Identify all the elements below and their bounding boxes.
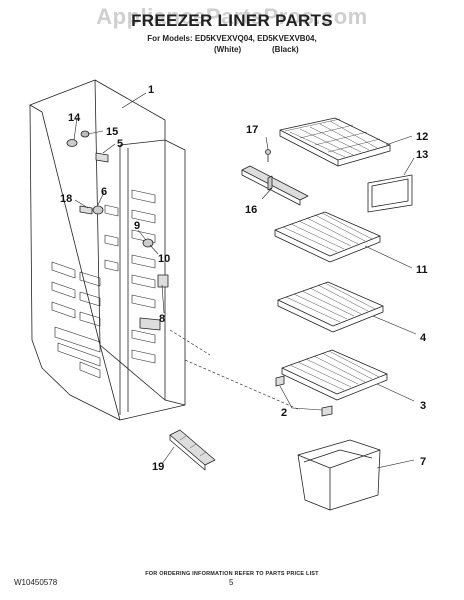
callout-10: 10 — [158, 253, 170, 265]
callout-9: 9 — [134, 220, 140, 232]
bracket-16 — [241, 149, 309, 206]
callout-4: 4 — [420, 332, 427, 344]
callout-14: 14 — [68, 112, 81, 124]
wire-shelf-11 — [274, 211, 381, 263]
callout-17: 17 — [246, 124, 258, 136]
callout-11: 11 — [416, 264, 428, 276]
callout-13: 13 — [416, 149, 428, 161]
wire-shelf-4 — [277, 281, 384, 333]
callout-7: 7 — [420, 456, 426, 468]
freezer-bin-7 — [297, 439, 381, 511]
callout-5: 5 — [117, 138, 123, 150]
callout-19: 19 — [152, 461, 164, 473]
ordering-note: FOR ORDERING INFORMATION REFER TO PARTS … — [145, 571, 319, 577]
callout-8: 8 — [159, 313, 165, 325]
callout-16: 16 — [245, 204, 257, 216]
callout-15: 15 — [106, 126, 118, 138]
callout-18: 18 — [60, 193, 72, 205]
color-white-label: (White) — [214, 45, 242, 54]
callout-1: 1 — [148, 84, 154, 96]
callout-2: 2 — [281, 407, 287, 419]
page-title: FREEZER LINER PARTS — [131, 11, 333, 30]
wire-shelf-3 — [275, 349, 388, 417]
watermark-logo: AppliancePartsPros.com — [96, 4, 368, 29]
callout-12: 12 — [416, 131, 428, 143]
rail-19 — [169, 429, 216, 471]
page-number: 5 — [229, 578, 234, 587]
bin-front-13 — [367, 174, 413, 213]
callout-3: 3 — [420, 400, 426, 412]
callout-6: 6 — [101, 186, 107, 198]
models-line: For Models: ED5KVEXVQ04, ED5KVEXVB04, — [147, 34, 317, 43]
document-number: W10450578 — [14, 578, 58, 587]
freezer-liner — [29, 79, 186, 421]
color-black-label: (Black) — [272, 45, 299, 54]
shelf-top-tray — [279, 117, 391, 167]
